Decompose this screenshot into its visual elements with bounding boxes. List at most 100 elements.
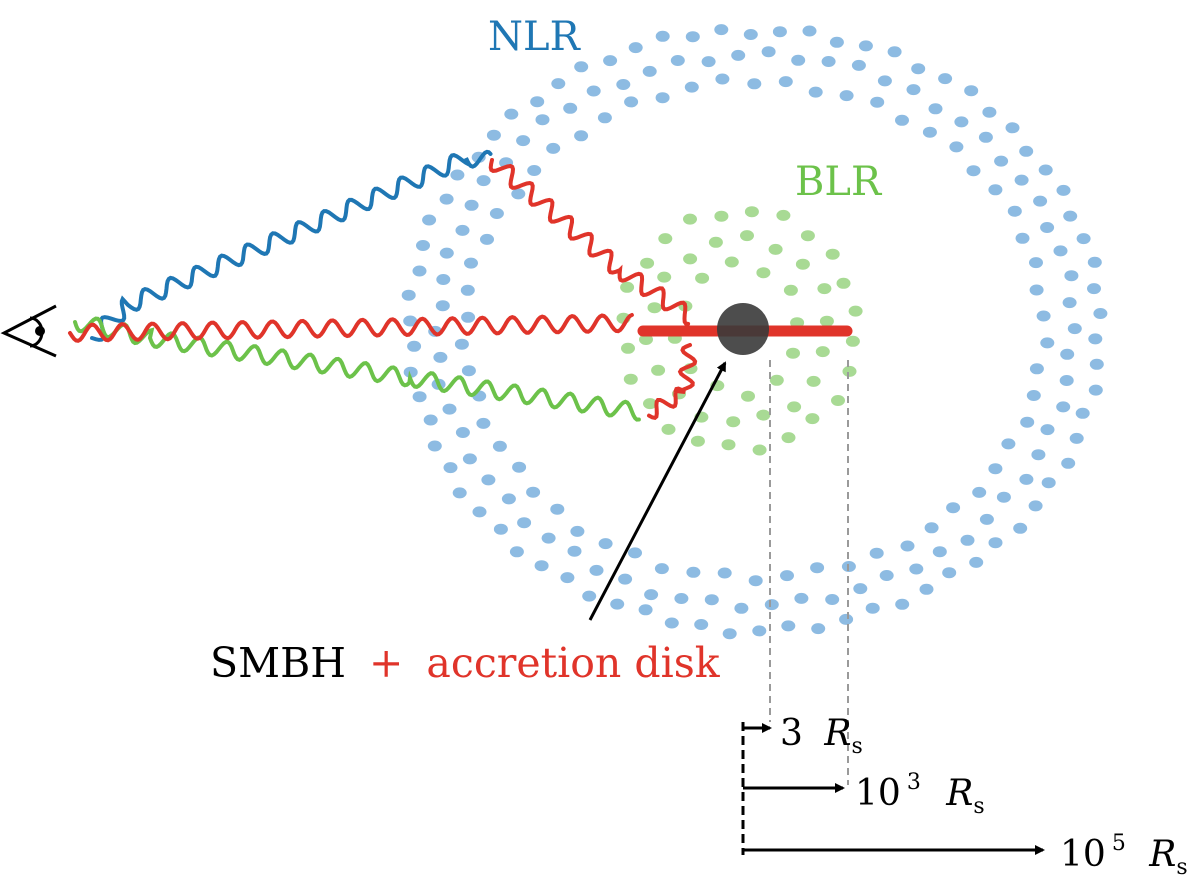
blr-dot: [695, 272, 710, 284]
nlr-dot: [461, 311, 476, 323]
nlr-dot: [1089, 358, 1104, 370]
blr-dot: [848, 305, 863, 317]
blr-dot: [683, 253, 698, 265]
nlr-dot: [416, 240, 430, 251]
nlr-dot: [851, 59, 866, 71]
nlr-dot: [610, 598, 625, 610]
nlr-dot: [403, 366, 418, 378]
nlr-dot: [1019, 473, 1034, 485]
nlr-dot: [476, 175, 491, 187]
nlr-dot: [900, 540, 915, 552]
nlr-dot: [1087, 283, 1101, 295]
blr-dot: [836, 277, 851, 289]
nlr-dot: [839, 90, 854, 102]
blr-dot: [756, 267, 771, 279]
direct-light-path: [68, 313, 634, 343]
blr-dot: [683, 213, 697, 225]
nlr-dot: [911, 63, 926, 75]
nlr-dot: [1076, 233, 1091, 245]
nlr-dot: [589, 564, 604, 576]
nlr-dot: [694, 619, 709, 630]
nlr-dot: [794, 592, 809, 604]
nlr-dot: [1088, 333, 1103, 345]
nlr-dot: [476, 417, 491, 429]
nlr-dot: [780, 570, 794, 582]
nlr-dot: [472, 506, 487, 518]
nlr-dot: [461, 365, 476, 377]
nlr-dot: [1040, 222, 1055, 233]
nlr-dot: [685, 31, 700, 43]
blr-dot: [708, 236, 723, 248]
nlr-dot: [969, 556, 984, 568]
blr-dot: [756, 409, 771, 421]
nlr-dot: [598, 538, 613, 550]
nlr-dot: [877, 75, 892, 87]
nlr-dot: [512, 461, 527, 473]
blr-dot: [640, 257, 655, 269]
nlr-dot: [748, 575, 763, 587]
nlr-dot: [808, 86, 823, 98]
nlr-dot: [422, 214, 437, 226]
smbh-caption: SMBH + accretion disk: [210, 639, 721, 687]
nlr-label: NLR: [488, 14, 582, 60]
blr-dot: [825, 248, 840, 260]
blr-reflected-light-path: [647, 343, 698, 421]
blr-dot: [740, 230, 754, 242]
nlr-dot: [743, 29, 758, 40]
nlr-dot: [772, 26, 787, 38]
nlr-dot: [551, 78, 566, 90]
nlr-dot: [972, 486, 987, 498]
nlr-dot: [887, 46, 902, 58]
nlr-dot: [433, 351, 448, 363]
blr-cloud: [616, 206, 863, 456]
nlr-dot: [964, 85, 979, 97]
nlr-reflected-light-path: [488, 158, 691, 326]
nlr-dot: [1001, 438, 1016, 450]
nlr-dot: [704, 594, 719, 606]
nlr-dot: [480, 233, 494, 245]
nlr-dot: [764, 599, 779, 611]
scale-label-3rs: 3 Rs: [780, 713, 863, 759]
nlr-dot: [717, 567, 732, 579]
nlr-dot: [978, 131, 993, 143]
nlr-dot: [517, 517, 532, 529]
nlr-dot: [407, 340, 422, 352]
nlr-dot: [1063, 210, 1078, 222]
blr-dot: [657, 271, 672, 283]
blr-dot: [661, 423, 676, 435]
blr-dot: [741, 390, 755, 402]
nlr-dot: [1060, 348, 1075, 360]
accretion-disk-label: accretion disk: [426, 639, 720, 687]
nlr-dot: [1056, 401, 1071, 413]
blr-dot: [842, 365, 857, 377]
blr-dot: [831, 395, 845, 406]
nlr-dot: [715, 73, 730, 85]
nlr-dot: [922, 126, 937, 138]
nlr-dot: [994, 155, 1009, 167]
nlr-dot: [628, 547, 642, 559]
nlr-dot: [1031, 449, 1046, 461]
nlr-dot: [821, 56, 836, 67]
nlr-dot: [858, 40, 873, 52]
nlr-dot: [988, 463, 1003, 475]
nlr-dot: [535, 114, 550, 126]
nlr-dot: [1029, 257, 1043, 269]
nlr-dot: [574, 61, 589, 73]
nlr-dot: [1075, 407, 1090, 419]
blr-dot: [815, 346, 830, 358]
nlr-dot: [586, 85, 601, 97]
nlr-dot: [924, 522, 939, 534]
nlr-dot: [439, 247, 454, 259]
nlr-dot: [628, 42, 643, 54]
blr-dot: [658, 233, 673, 245]
nlr-dot: [574, 130, 589, 142]
nlr-dot: [546, 142, 561, 154]
eye-icon: [0, 304, 57, 358]
nlr-dot: [684, 81, 699, 93]
nlr-dot: [869, 547, 884, 559]
nlr-dot: [714, 24, 729, 36]
nlr-dot: [791, 54, 806, 66]
blr-dot: [790, 317, 805, 329]
